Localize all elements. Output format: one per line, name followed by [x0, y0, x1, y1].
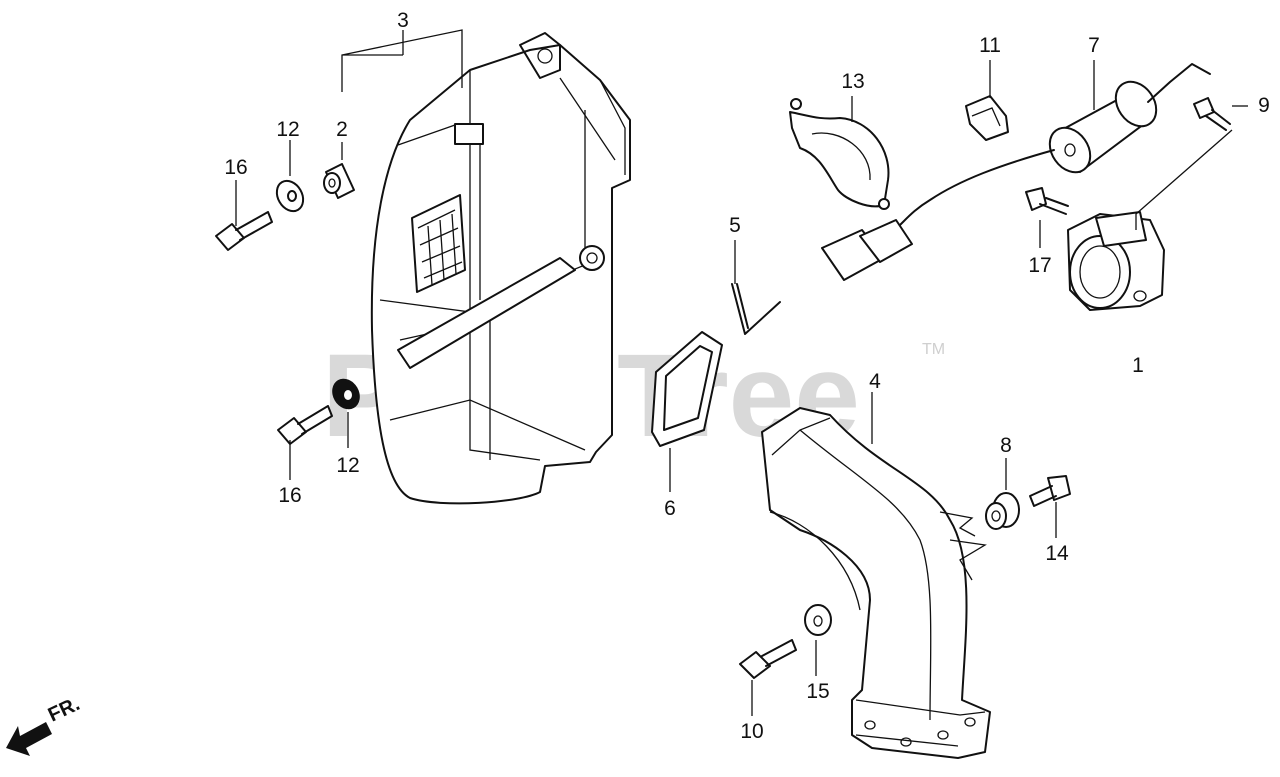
- callout-7: 7: [1088, 34, 1100, 57]
- callout-14: 14: [1045, 542, 1069, 565]
- front-direction-indicator: FR.: [6, 693, 83, 756]
- part-1-holder: [1067, 211, 1165, 311]
- part-5-clip: [731, 283, 781, 335]
- part-7-condenser: [821, 63, 1211, 281]
- part-3-cover: [370, 32, 631, 505]
- callout-8: 8: [1000, 434, 1012, 457]
- front-label: FR.: [45, 693, 83, 727]
- part-13-clamp: [789, 98, 890, 210]
- callout-10: 10: [740, 720, 763, 743]
- callout-12-top: 12: [276, 118, 299, 141]
- part-2-collar: [323, 163, 355, 199]
- leader-lines: [235, 29, 1248, 716]
- callout-12-bottom: 12: [336, 454, 359, 477]
- callout-16-bottom: 16: [278, 484, 301, 507]
- front-arrow-icon: [6, 722, 52, 756]
- part-6-gasket: [651, 331, 723, 447]
- part-16-bolt-bottom: [277, 405, 333, 445]
- callout-4: 4: [869, 370, 881, 393]
- callout-16-top: 16: [224, 156, 247, 179]
- part-14-bolt: [1029, 475, 1071, 507]
- part-15-washer: [804, 604, 832, 636]
- callout-1: 1: [1132, 354, 1144, 377]
- callout-11: 11: [979, 34, 1001, 57]
- part-4-duct: [761, 407, 991, 759]
- watermark-trademark: TM: [922, 341, 945, 358]
- part-12-washer-top: [275, 179, 305, 213]
- callout-6: 6: [664, 497, 676, 520]
- callout-2: 2: [336, 118, 348, 141]
- callout-5: 5: [729, 214, 741, 237]
- part-12-washer-bottom: [332, 378, 360, 410]
- part-9-screw: [1193, 97, 1231, 131]
- callout-13: 13: [841, 70, 864, 93]
- callout-9: 9: [1258, 94, 1270, 117]
- part-10-bolt: [739, 639, 797, 679]
- callout-3: 3: [397, 9, 409, 32]
- part-8-grommet: [985, 492, 1020, 530]
- callout-15: 15: [806, 680, 829, 703]
- callout-17: 17: [1028, 254, 1051, 277]
- part-16-bolt-top: [215, 211, 273, 251]
- part-17-screw: [1025, 187, 1069, 215]
- part-11-clip: [965, 95, 1009, 141]
